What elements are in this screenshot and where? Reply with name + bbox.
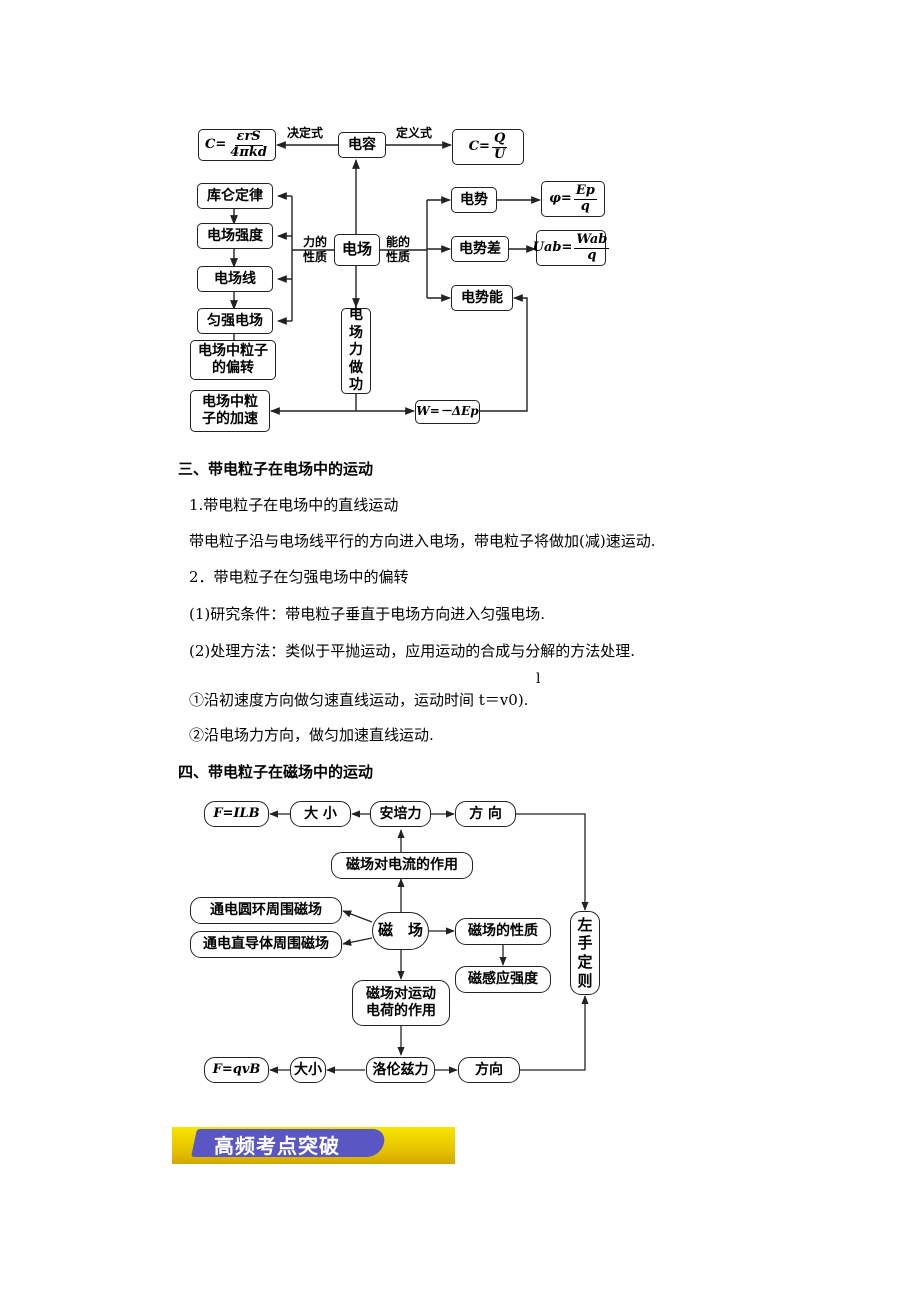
formula-lhs: C= — [468, 138, 490, 154]
field-work-char: 力 — [349, 342, 363, 359]
section3-p1: 1.带电粒子在电场中的直线运动 — [189, 496, 399, 514]
formula-numerator: Q — [491, 131, 508, 148]
section3-p4: (1)研究条件：带电粒子垂直于电场方向进入匀强电场. — [189, 605, 546, 623]
formula-denominator: U — [493, 146, 506, 162]
section3-p7: ②沿电场力方向，做匀加速直线运动. — [189, 726, 434, 744]
force-property-line1: 力的 — [303, 235, 328, 249]
left-hand-rule-box: 左 手 定 则 — [570, 911, 600, 995]
potential-difference-box: 电势差 — [451, 236, 509, 262]
direction-bottom-box: 方向 — [458, 1057, 520, 1083]
particle-acceleration-box: 电场中粒 子的加速 — [190, 390, 270, 432]
energy-property-line2: 性质 — [386, 250, 411, 264]
potential-box: 电势 — [451, 187, 497, 213]
charge-effect-box: 磁场对运动 电荷的作用 — [352, 980, 450, 1026]
field-work-char: 功 — [349, 377, 363, 394]
direction-top-box: 方 向 — [455, 801, 516, 827]
field-work-box: 电 场 力 做 功 — [341, 307, 371, 394]
formula-lhs: C= — [205, 136, 227, 152]
deflection-line2: 的偏转 — [212, 360, 254, 376]
left-hand-char: 则 — [577, 971, 593, 990]
section3-p3: 2．带电粒子在匀强电场中的偏转 — [189, 568, 409, 586]
deflection-line1: 电场中粒子 — [198, 342, 268, 359]
section-banner: 高频考点突破 — [172, 1127, 455, 1164]
banner-title: 高频考点突破 — [214, 1134, 340, 1158]
acceleration-line2: 子的加速 — [202, 411, 258, 427]
f-qvb-box: F=qvB — [204, 1057, 269, 1083]
left-hand-char: 定 — [577, 953, 593, 971]
field-work-char: 电 — [349, 307, 363, 324]
particle-deflection-box: 电场中粒子 的偏转 — [190, 340, 276, 380]
coulomb-law-box: 库仑定律 — [197, 183, 273, 209]
formula-lhs: φ= — [549, 190, 572, 206]
force-property-line2: 性质 — [303, 250, 328, 264]
induction-box: 磁感应强度 — [455, 966, 551, 993]
field-property-box: 磁场的性质 — [455, 918, 551, 945]
formula-numerator: εrS — [234, 129, 263, 146]
energy-property-label: 能的 性质 — [386, 235, 410, 265]
section3-p2: 带电粒子沿与电场线平行的方向进入电场，带电粒子将做加(减)速运动. — [189, 532, 656, 550]
formula-lhs: Uab= — [532, 239, 573, 255]
formula-numerator: Ep — [573, 183, 597, 200]
energy-property-line1: 能的 — [386, 235, 411, 249]
magnitude-bottom-box: 大小 — [290, 1057, 326, 1083]
charge-effect-line1: 磁场对运动 — [366, 985, 436, 1002]
potential-energy-box: 电势能 — [451, 285, 513, 311]
field-strength-box: 电场强度 — [197, 223, 273, 249]
formula-numerator: Wab — [574, 232, 610, 249]
field-lines-box: 电场线 — [197, 266, 273, 292]
formula-denominator: q — [580, 198, 590, 214]
ampere-force-box: 安培力 — [370, 801, 431, 827]
left-hand-char: 左 — [577, 915, 593, 934]
ring-field-box: 通电圆环周围磁场 — [190, 897, 342, 924]
force-property-label: 力的 性质 — [303, 235, 327, 265]
left-hand-char: 手 — [577, 934, 593, 953]
section4-title: 四、带电粒子在磁场中的运动 — [178, 763, 374, 781]
section3-p6: ①沿初速度方向做匀速直线运动，运动时间 t＝v0). — [189, 691, 529, 709]
formula-denominator: 4πkd — [230, 144, 267, 160]
uniform-field-box: 匀强电场 — [197, 308, 273, 334]
f-ilb-box: F=ILB — [204, 801, 269, 827]
definition-label: 定义式 — [396, 126, 433, 140]
capacitance-box: 电容 — [338, 132, 386, 158]
current-effect-box: 磁场对电流的作用 — [331, 852, 473, 879]
section3-p5: (2)处理方法：类似于平抛运动，应用运动的合成与分解的方法处理. — [189, 642, 636, 660]
electric-field-box: 电场 — [334, 234, 380, 266]
lorentz-force-box: 洛伦兹力 — [366, 1057, 435, 1083]
field-work-char: 场 — [349, 324, 363, 341]
acceleration-line1: 电场中粒 — [202, 393, 258, 410]
charge-effect-line2: 电荷的作用 — [366, 1003, 436, 1019]
magnetic-field-box: 磁 场 — [372, 912, 429, 950]
work-formula-box: W=－ΔEp — [415, 400, 480, 424]
section3-title: 三、带电粒子在电场中的运动 — [178, 460, 374, 478]
magnitude-top-box: 大 小 — [290, 801, 351, 827]
section3-p6-superscript: l — [536, 671, 541, 687]
wire-field-box: 通电直导体周围磁场 — [190, 931, 342, 958]
formula-denominator: q — [587, 247, 597, 263]
field-work-char: 做 — [349, 359, 363, 376]
decisive-label: 决定式 — [287, 126, 324, 140]
